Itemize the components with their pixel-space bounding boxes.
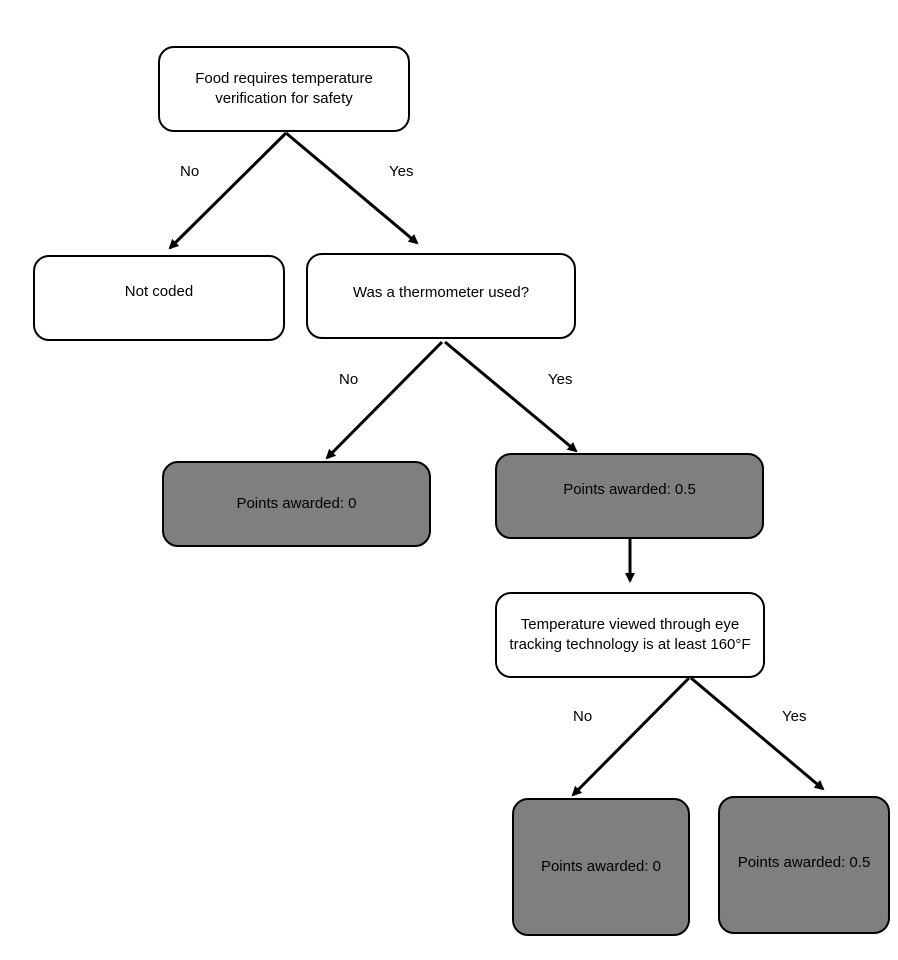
arrow-eye-tracking-to-points-zero [571, 676, 691, 797]
eye-tracking-no-label: No [573, 708, 593, 725]
root-no-label: No [180, 163, 200, 180]
arrow-root-to-not-coded [168, 131, 288, 250]
points-half-outcome-text: Points awarded: 0.5 [563, 481, 696, 498]
eye-tracking-decision-node: Temperature viewed through eye tracking … [495, 592, 765, 678]
points-zero-outcome-text: Points awarded: 0 [236, 495, 357, 512]
arrow-root-to-thermometer [285, 131, 419, 245]
points-half-outcome-node: Points awarded: 0.5 [495, 453, 764, 539]
eye-tracking-yes-label: Yes [782, 708, 807, 725]
eye-tracking-decision-text: Temperature viewed through eye tracking … [509, 616, 751, 653]
points-zero-outcome-node: Points awarded: 0 [162, 461, 431, 547]
root-decision-text: Food requires temperature verification f… [195, 70, 373, 107]
root-decision-node: Food requires temperature verification f… [158, 46, 410, 132]
arrow-thermometer-to-points-zero [325, 340, 444, 460]
not-coded-node: Not coded [33, 255, 285, 341]
arrow-thermometer-to-points-half [444, 340, 578, 453]
thermometer-no-label: No [339, 371, 359, 388]
thermometer-yes-label: Yes [548, 371, 573, 388]
points-half-final-node: Points awarded: 0.5 [718, 796, 890, 934]
thermometer-decision-text: Was a thermometer used? [352, 284, 530, 301]
thermometer-decision-node: Was a thermometer used? [306, 253, 576, 339]
points-zero-final-node: Points awarded: 0 [512, 798, 690, 936]
root-yes-label: Yes [389, 163, 414, 180]
points-half-final-text: Points awarded: 0.5 [737, 854, 871, 871]
points-zero-final-text: Points awarded: 0 [540, 858, 662, 875]
not-coded-text: Not coded [124, 283, 194, 300]
arrow-eye-tracking-to-points-half [690, 676, 825, 791]
